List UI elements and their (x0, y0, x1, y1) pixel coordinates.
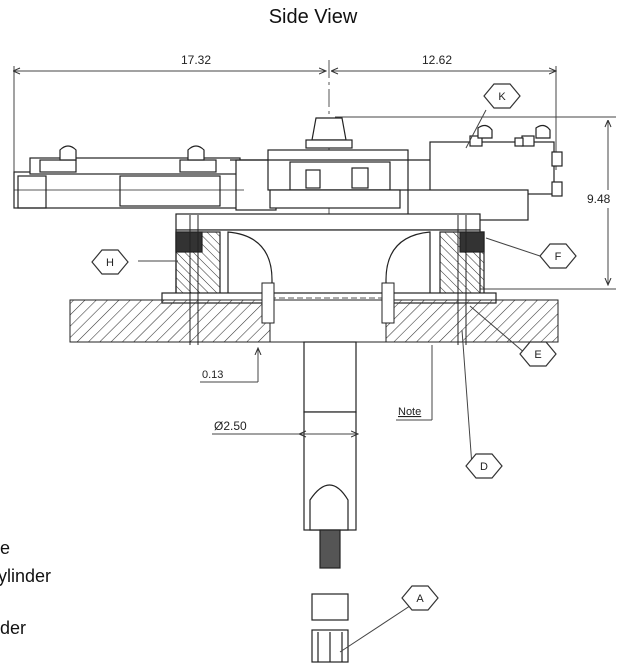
top-dimension (14, 66, 556, 180)
callout-h-label: H (106, 257, 114, 269)
offset-dimension (200, 348, 258, 383)
dim-diameter: Ø2.50 (214, 419, 247, 433)
note-label: Note (398, 406, 421, 418)
callout-h (91, 249, 129, 275)
caption-line-1: e (0, 538, 11, 558)
dim-offset: 0.13 (202, 369, 223, 381)
callout-e (519, 341, 557, 367)
dim-width-right: 12.62 (422, 53, 452, 67)
diagram-title: Side View (268, 6, 358, 28)
callout-a-label: A (416, 593, 424, 605)
callout-leaders (138, 109, 541, 653)
upper-assembly (13, 117, 563, 221)
base-body (161, 213, 497, 304)
caption-line-2: ylinder (0, 566, 52, 586)
fittings (59, 124, 551, 161)
callout-d (465, 453, 503, 479)
callout-k (483, 83, 521, 109)
dim-height-right: 9.48 (587, 192, 611, 206)
dim-width-left: 17.32 (181, 53, 211, 67)
callout-k-label: K (498, 91, 506, 103)
partial-caption: e ylinder der (0, 534, 51, 642)
callout-a (401, 585, 439, 611)
callout-f (539, 243, 577, 269)
dim-label-bg (583, 190, 615, 208)
caption-line-3: der (0, 618, 27, 638)
floor-slab (69, 282, 559, 343)
shaft (303, 341, 357, 663)
callout-e-label: E (534, 349, 541, 361)
callout-f-label: F (555, 251, 562, 263)
anchor-bolts (189, 215, 467, 345)
callout-d-label: D (480, 461, 488, 473)
note-leader (396, 345, 433, 421)
